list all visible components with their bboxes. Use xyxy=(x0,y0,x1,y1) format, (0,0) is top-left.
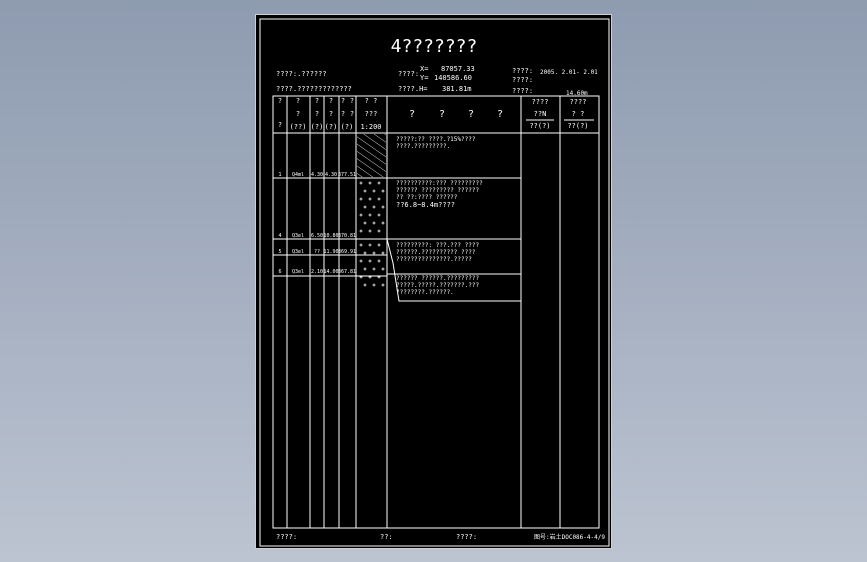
layer3-no: 5 xyxy=(278,249,281,255)
h-col10-a: ???? xyxy=(570,98,587,106)
layer1-desc-1: ?????:?? ????.?15%???? xyxy=(396,136,476,143)
right-value-3: 14.60m xyxy=(566,90,588,97)
h-col5-b: ? xyxy=(341,110,345,118)
layer2-thick: 370.81 xyxy=(338,233,356,239)
log-table-border xyxy=(272,95,600,529)
layer1-desc-2: ????.?????????. xyxy=(396,143,450,150)
h-col6-a: ? xyxy=(350,97,354,105)
h-desc-3: ? xyxy=(468,109,474,120)
layer4-thick: 367.81 xyxy=(338,269,356,275)
layer2-desc-4: ??6.8~8.4m???? xyxy=(396,201,455,209)
h-col7-mid: ??? xyxy=(365,110,378,118)
layer3-depth: 11.90 xyxy=(323,249,338,255)
h-col7-scale: 1:200 xyxy=(360,123,381,131)
layer1-era: Q4ml xyxy=(292,172,304,178)
h-desc-4: ? xyxy=(497,109,503,120)
h-col10-b: ? ? xyxy=(572,110,585,118)
layer2-elev: 6.50 xyxy=(311,233,323,239)
y-value: 140586.60 xyxy=(434,74,472,82)
drawing-sheet: 4??????? ????:.?????? ????.?????????????… xyxy=(255,14,612,549)
right-label-2: ????: xyxy=(512,76,533,84)
fill-pattern-layer1 xyxy=(357,134,386,177)
inner-frame xyxy=(259,18,610,547)
h-col4-c: (?) xyxy=(325,123,338,131)
layer4-desc-1: ?????? ??????.????????? xyxy=(396,275,479,282)
header-left-line2: ????.????????????? xyxy=(276,85,352,93)
layer3-elev: ?? xyxy=(314,249,320,255)
h-col7-top: ? ? xyxy=(365,97,378,105)
layer4-elev: 2.10 xyxy=(311,269,323,275)
elevation-value: 381.81m xyxy=(442,85,472,93)
h-col2-b: ? xyxy=(296,110,300,118)
h-col10-c: ??(?) xyxy=(567,122,588,130)
sand-pattern-layer2 xyxy=(359,181,385,287)
layer3-era: Q3el xyxy=(292,249,304,255)
h-col5-a: ? xyxy=(341,97,345,105)
footer-drawing-number: 图号:岩土DOC086-4-4/9 xyxy=(534,533,605,541)
h-col3-c: (?) xyxy=(311,123,324,131)
layer2-desc-1: ??????????:??? ????????? xyxy=(396,180,483,187)
h-col5-c: (?) xyxy=(341,123,354,131)
borehole-log-drawing: 4??????? ????:.?????? ????.?????????????… xyxy=(259,18,610,547)
layer2-depth: 10.80 xyxy=(323,233,338,239)
h-col9-a: ???? xyxy=(532,98,549,106)
h-col2-a: ? xyxy=(296,97,300,105)
column-lines xyxy=(286,96,561,528)
h-col2-c: (??) xyxy=(290,123,307,131)
x-value: 87057.33 xyxy=(441,65,475,73)
drawing-title: 4??????? xyxy=(391,36,478,57)
right-label-1: ????: xyxy=(512,67,533,75)
layer4-desc-2: ?????.?????.???????.??? xyxy=(396,282,479,289)
layer3-desc-2: ??????.?????????? ???? xyxy=(396,249,476,256)
h-col9-c: ??(?) xyxy=(529,122,550,130)
layer4-era: Q3el xyxy=(292,269,304,275)
layer3-thick: 369.91 xyxy=(338,249,356,255)
elevation-label: ????.H= xyxy=(398,85,428,93)
layer1-no: 1 xyxy=(278,172,281,178)
footer-field-3: ????: xyxy=(456,533,477,541)
layer1-elev: 4.30 xyxy=(311,172,323,178)
y-label: Y= xyxy=(420,74,428,82)
layer4-no: 6 xyxy=(278,269,281,275)
coord-label: ????: xyxy=(398,70,419,78)
layer2-desc-2: ?????? ????????? ?????? xyxy=(396,187,479,194)
h-col4-a: ? xyxy=(329,97,333,105)
h-col4-b: ? xyxy=(329,110,333,118)
layer2-era: Q3el xyxy=(292,233,304,239)
layer3-desc-1: ?????????: ???.??? ???? xyxy=(396,242,479,249)
h-col6-b: ? xyxy=(350,110,354,118)
h-col3-b: ? xyxy=(315,110,319,118)
h-col3-a: ? xyxy=(315,97,319,105)
layer3-desc-3: ???????????????.????? xyxy=(396,256,472,263)
layer4-depth: 14.00 xyxy=(323,269,338,275)
h-col1-a: ? xyxy=(278,97,282,105)
h-col1-c: ? xyxy=(278,121,282,129)
right-value-1: 2005. 2.01- 2.01 xyxy=(540,69,598,76)
footer-field-2: ??: xyxy=(380,533,393,541)
x-label: X= xyxy=(420,65,428,73)
layer4-desc-3: ????????.??????. xyxy=(396,289,454,296)
h-desc-1: ? xyxy=(409,109,415,120)
footer-field-1: ????: xyxy=(276,533,297,541)
right-label-3: ????: xyxy=(512,87,533,95)
layer2-desc-3: ?? ??:???? ?????? xyxy=(396,194,458,201)
layer2-no: 4 xyxy=(278,233,281,239)
h-col9-b: ??N xyxy=(534,110,547,118)
h-desc-2: ? xyxy=(439,109,445,120)
layer1-thick: 377.51 xyxy=(338,172,356,178)
header-left-line1: ????:.?????? xyxy=(276,70,327,78)
layer1-depth: 4.30 xyxy=(325,172,337,178)
layer-boundaries xyxy=(273,177,521,302)
